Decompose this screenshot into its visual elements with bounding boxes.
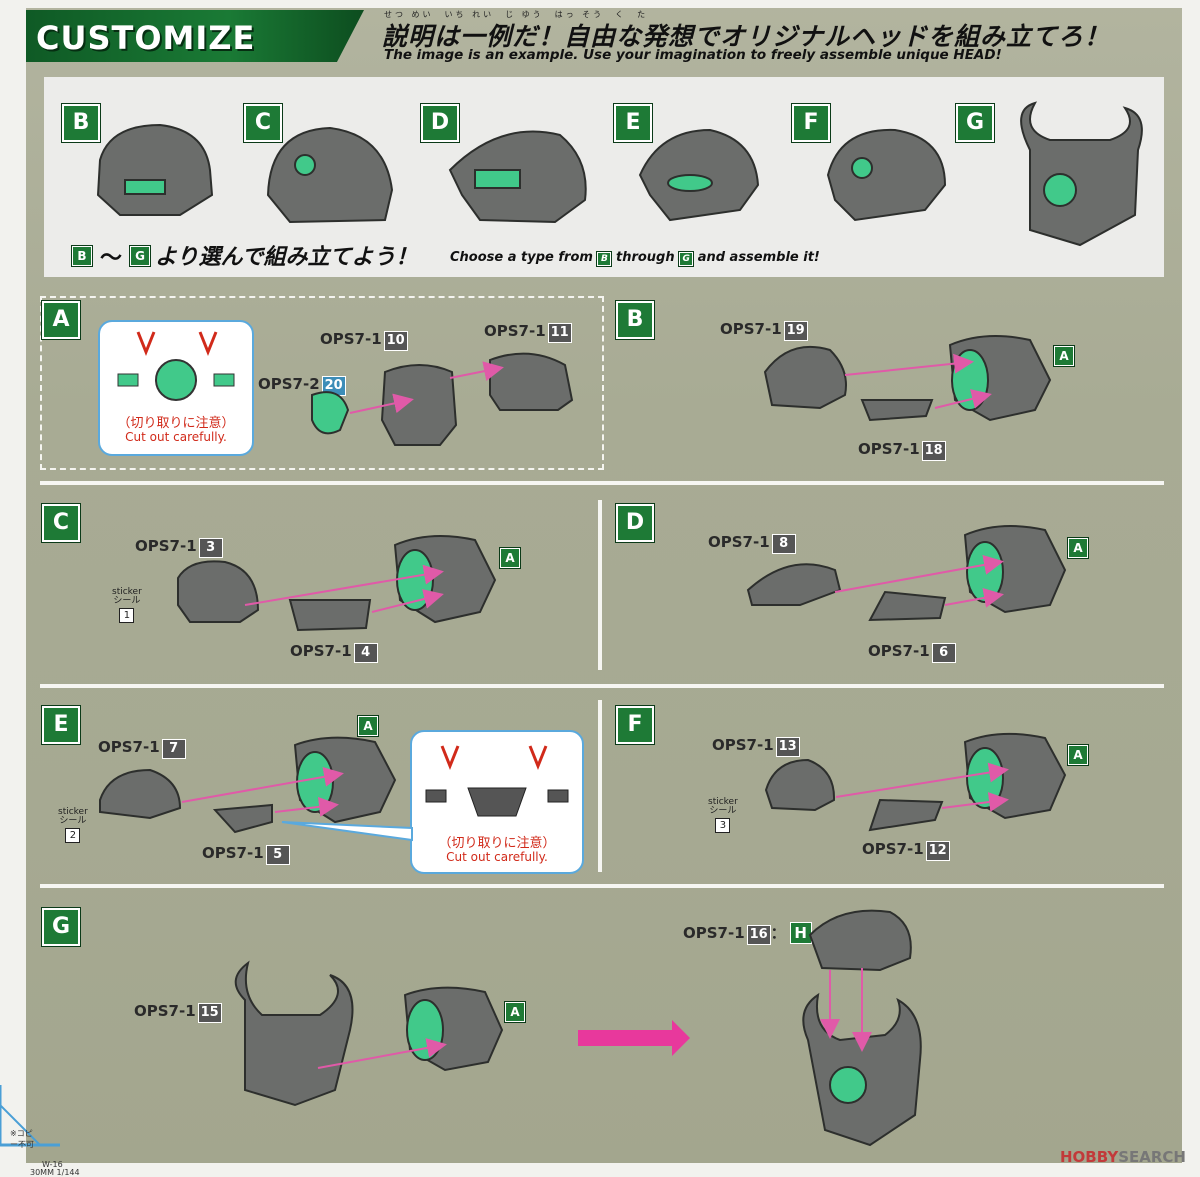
overview-badge-d: D bbox=[420, 103, 460, 143]
head-f-illustration bbox=[826, 128, 947, 222]
section-badge-f: F bbox=[615, 705, 655, 745]
part-d-6-jaw bbox=[868, 590, 947, 622]
vertical-divider-row-2 bbox=[598, 500, 602, 670]
choose-tilde: ～ bbox=[100, 246, 123, 271]
corner-triangle-mark bbox=[0, 1085, 60, 1147]
part-f-13-helmet bbox=[764, 758, 836, 812]
part-d-8-helmet bbox=[746, 563, 842, 606]
part-b-19-helmet bbox=[763, 345, 847, 410]
part-g-16-top bbox=[808, 909, 912, 972]
target-badge-f: A bbox=[1067, 744, 1089, 766]
choose-badge-to: G bbox=[129, 245, 151, 267]
target-badge-g: A bbox=[504, 1001, 526, 1023]
page-code: W-16 bbox=[42, 1160, 63, 1169]
vertical-divider-row-3 bbox=[598, 700, 602, 872]
part-f-12-jaw bbox=[868, 798, 944, 832]
part-g-15-horns bbox=[234, 960, 354, 1107]
target-badge-c: A bbox=[499, 547, 521, 569]
choose-en-2: through bbox=[615, 250, 675, 265]
section-a-dashed-frame bbox=[40, 296, 604, 470]
section-badge-b: B bbox=[615, 300, 655, 340]
nipper-cut-illustration-e bbox=[425, 745, 569, 817]
part-a-10-frame bbox=[380, 364, 458, 446]
title-ruby: せつ めい いち れい じ ゆう はっ そう く た bbox=[384, 10, 649, 19]
divider-row-1 bbox=[40, 481, 1164, 485]
target-badge-b: A bbox=[1053, 345, 1075, 367]
head-g-illustration bbox=[1020, 101, 1143, 247]
copy-prohibited-note: ※コピー不可 bbox=[10, 1129, 34, 1149]
part-e-5-jaw bbox=[212, 803, 273, 834]
section-badge-e: E bbox=[41, 705, 81, 745]
cut-note-jp-a: （切り取りに注意） bbox=[117, 416, 235, 431]
overview-badge-f: F bbox=[791, 103, 831, 143]
bottom-margin bbox=[0, 1163, 1200, 1177]
section-badge-a: A bbox=[41, 300, 81, 340]
page-title: CUSTOMIZE HEADS bbox=[36, 19, 256, 95]
part-e-7-helmet bbox=[99, 768, 182, 820]
choose-badge-from: B bbox=[71, 245, 93, 267]
title-banner: CUSTOMIZE HEADS bbox=[26, 10, 364, 62]
overview-badge-e: E bbox=[613, 103, 653, 143]
top-margin bbox=[0, 0, 1200, 8]
hobbysearch-watermark: HOBBYSEARCH bbox=[1060, 1148, 1186, 1166]
part-c-4-jaw bbox=[288, 599, 372, 632]
overview-badge-b: B bbox=[61, 103, 101, 143]
japanese-heading: 説明は一例だ！自由な発想でオリジナルヘッドを組み立てろ！ bbox=[382, 22, 1111, 51]
choose-en-badge-g: G bbox=[678, 251, 695, 267]
right-margin bbox=[1182, 0, 1200, 1177]
choose-en-1: Choose a type from bbox=[450, 250, 593, 265]
scale-label: 30MM 1/144 bbox=[30, 1168, 80, 1177]
bubble-e-tail bbox=[281, 821, 413, 842]
big-pink-arrow bbox=[578, 1020, 690, 1056]
english-subheading: The image is an example. Use your imagin… bbox=[384, 47, 1002, 63]
choose-en-badge-b: B bbox=[596, 251, 613, 267]
section-badge-c: C bbox=[41, 503, 81, 543]
left-margin bbox=[0, 0, 26, 1177]
cut-note-bubble-a: （切り取りに注意） Cut out carefully. bbox=[98, 320, 254, 456]
choose-instruction-jp: より選んで組み立てよう！ bbox=[155, 245, 418, 270]
overview-badge-c: C bbox=[243, 103, 283, 143]
cut-note-jp-e: （切り取りに注意） bbox=[438, 836, 556, 851]
divider-row-2 bbox=[40, 684, 1164, 688]
part-a-11-back bbox=[489, 352, 574, 411]
head-c-illustration bbox=[266, 126, 394, 224]
target-badge-d: A bbox=[1067, 537, 1089, 559]
cut-note-bubble-e: （切り取りに注意） Cut out carefully. bbox=[410, 730, 584, 874]
cut-note-en-a: Cut out carefully. bbox=[125, 430, 227, 444]
choose-en-3: and assemble it! bbox=[697, 250, 820, 265]
overview-badge-g: G bbox=[955, 103, 995, 143]
part-b-18-jaw bbox=[860, 399, 934, 422]
part-a-20-visor bbox=[311, 391, 350, 435]
cut-note-en-e: Cut out carefully. bbox=[446, 850, 548, 864]
choose-instruction-en: Choose a type from B through G and assem… bbox=[450, 250, 820, 267]
final-head-g bbox=[802, 992, 922, 1147]
section-badge-g: G bbox=[41, 907, 81, 947]
divider-row-3 bbox=[40, 884, 1164, 888]
nipper-cut-illustration bbox=[117, 331, 235, 401]
target-badge-e: A bbox=[357, 715, 379, 737]
section-badge-d: D bbox=[615, 503, 655, 543]
part-c-3-helmet bbox=[177, 560, 260, 623]
